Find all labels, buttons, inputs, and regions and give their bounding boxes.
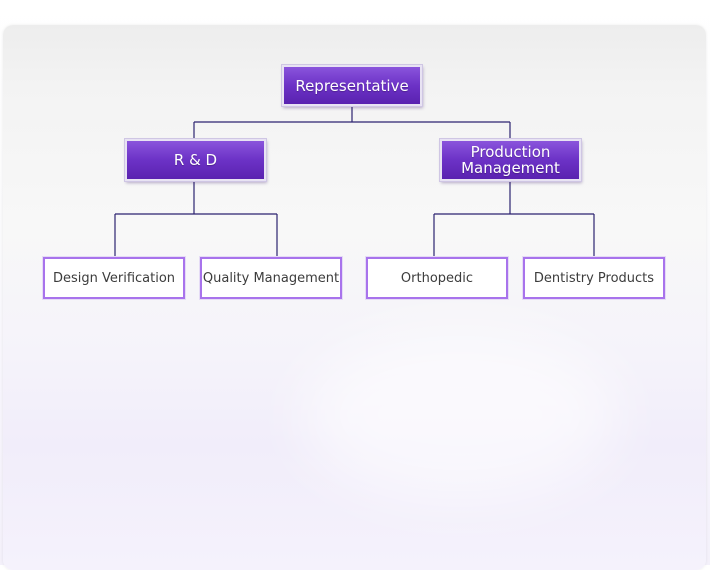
representative-node: Representative: [281, 64, 423, 107]
design-verification-node: Design Verification: [43, 257, 185, 299]
orthopedic-node: Orthopedic: [366, 257, 508, 299]
representative-label: Representative: [295, 76, 409, 95]
rd-label: R & D: [173, 151, 218, 169]
quality-management-node: Quality Management: [200, 257, 342, 299]
production-management-node: Production Management: [439, 138, 582, 182]
dentistry-products-label: Dentistry Products: [533, 270, 655, 286]
production-management-label-line1: Production: [470, 143, 551, 161]
design-verification-label: Design Verification: [52, 270, 176, 286]
production-management-label-line2: Management: [461, 159, 560, 177]
quality-management-label: Quality Management: [202, 270, 340, 286]
orthopedic-label: Orthopedic: [400, 270, 474, 286]
dentistry-products-node: Dentistry Products: [523, 257, 665, 299]
background-glow: [300, 330, 620, 500]
rd-node: R & D: [124, 138, 267, 182]
